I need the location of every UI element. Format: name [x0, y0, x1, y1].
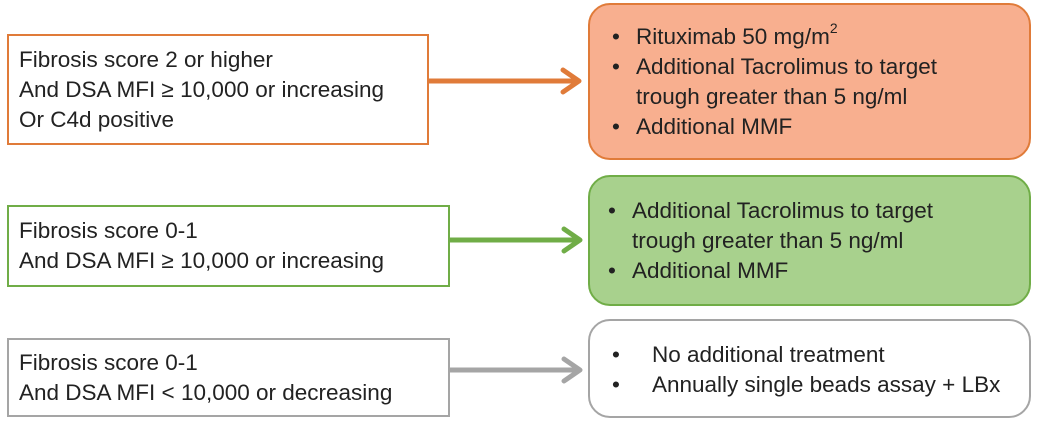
treatment-box-moderate: • Additional Tacrolimus to target trough… [588, 175, 1031, 306]
bullet-icon: • [612, 342, 620, 367]
treatment-text: trough greater than 5 ng/ml [632, 228, 904, 253]
condition-line: Or C4d positive [19, 106, 175, 132]
bullet-icon: • [612, 54, 620, 79]
treatment-item-continuation: trough greater than 5 ng/ml [612, 82, 1029, 112]
bullet-icon: • [612, 372, 620, 397]
treatment-box-none: • No additional treatment • Annually sin… [588, 319, 1031, 418]
condition-line: Fibrosis score 2 or higher [19, 46, 273, 72]
condition-line: And DSA MFI ≥ 10,000 or increasing [19, 248, 385, 273]
arrow-gray [450, 356, 583, 384]
treatment-text: Additional Tacrolimus to target [636, 54, 937, 79]
condition-box-low-fibrosis-high-mfi: Fibrosis score 0-1 And DSA MFI ≥ 10,000 … [7, 205, 450, 287]
treatment-item: • Additional Tacrolimus to target [608, 196, 1029, 226]
condition-box-low-fibrosis-low-mfi: Fibrosis score 0-1 And DSA MFI < 10,000 … [7, 338, 450, 417]
treatment-text: Additional MMF [632, 258, 789, 283]
condition-line: And DSA MFI < 10,000 or decreasing [19, 379, 393, 405]
arrow-green [450, 226, 583, 254]
treatment-text: Additional Tacrolimus to target [632, 198, 933, 223]
condition-line: Fibrosis score 0-1 [19, 218, 198, 243]
bullet-icon: • [608, 258, 616, 283]
treatment-item: • Additional MMF [612, 112, 1029, 142]
condition-line: And DSA MFI ≥ 10,000 or increasing [19, 76, 385, 102]
treatment-text: Additional MMF [636, 114, 793, 139]
treatment-item: • Annually single beads assay + LBx [612, 370, 1029, 400]
treatment-text: trough greater than 5 ng/ml [636, 84, 908, 109]
treatment-text: Rituximab 50 mg/m [636, 24, 830, 49]
condition-box-high-fibrosis: Fibrosis score 2 or higher And DSA MFI ≥… [7, 34, 429, 145]
bullet-icon: • [612, 24, 620, 49]
treatment-box-intensive: • Rituximab 50 mg/m2 • Additional Tacrol… [588, 3, 1031, 160]
bullet-icon: • [608, 198, 616, 223]
treatment-item: • Additional Tacrolimus to target [612, 52, 1029, 82]
superscript: 2 [829, 20, 838, 37]
arrow-orange [429, 67, 582, 95]
treatment-item: • No additional treatment [612, 340, 1029, 370]
treatment-text: Annually single beads assay + LBx [652, 372, 1001, 397]
treatment-item-continuation: trough greater than 5 ng/ml [608, 226, 1029, 256]
treatment-item: • Rituximab 50 mg/m2 [612, 20, 1029, 52]
treatment-item: • Additional MMF [608, 256, 1029, 286]
bullet-icon: • [612, 114, 620, 139]
treatment-text: No additional treatment [652, 342, 885, 367]
condition-line: Fibrosis score 0-1 [19, 349, 198, 375]
